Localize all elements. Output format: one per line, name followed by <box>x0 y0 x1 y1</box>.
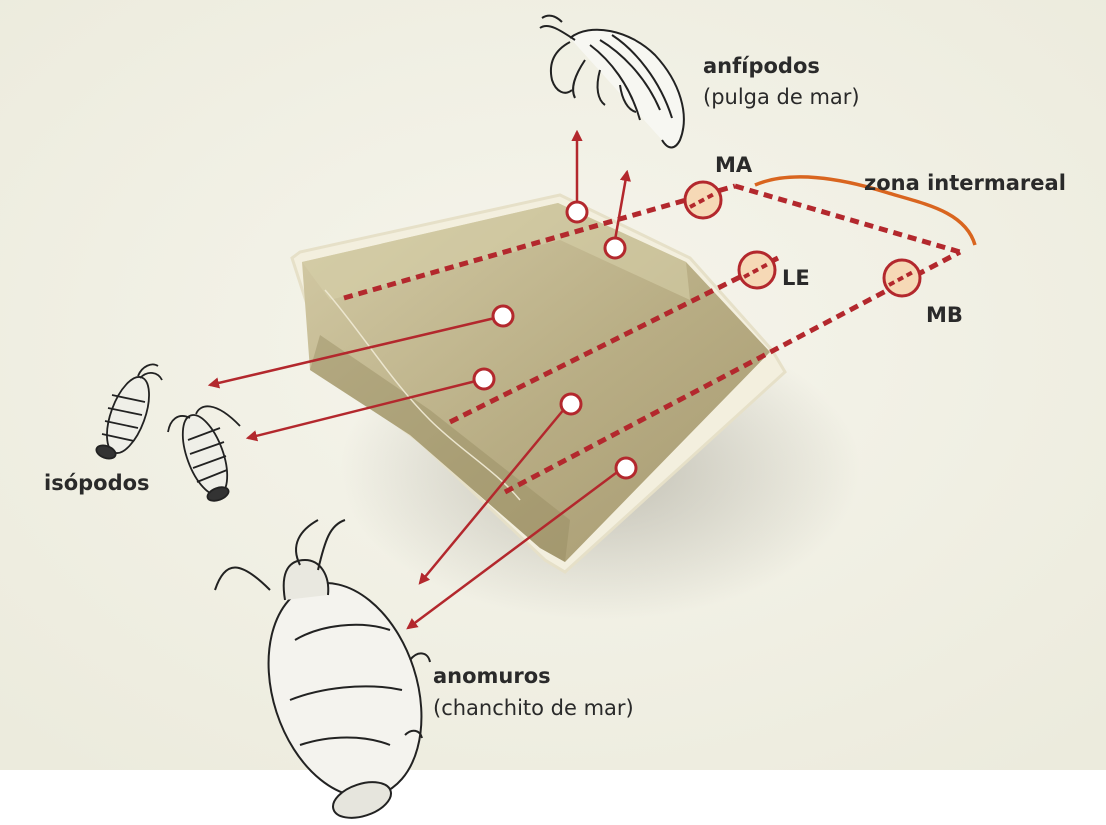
habitat-point <box>493 306 513 326</box>
amphipods-common-label: (pulga de mar) <box>703 85 860 109</box>
high-tide-marker <box>685 182 721 218</box>
isopods-label: isópodos <box>44 471 150 495</box>
habitat-point <box>616 458 636 478</box>
habitat-point <box>605 238 625 258</box>
low-tide-marker <box>884 260 920 296</box>
anomurans-name-label: anomuros <box>433 664 551 688</box>
low-tide-label: MB <box>926 303 963 327</box>
mid-level-marker <box>739 252 775 288</box>
habitat-point <box>561 394 581 414</box>
habitat-point <box>474 369 494 389</box>
anomurans-common-label: (chanchito de mar) <box>433 696 634 720</box>
intertidal-zone-label: zona intermareal <box>864 171 1066 195</box>
amphipods-name-label: anfípodos <box>703 54 820 78</box>
habitat-point <box>567 202 587 222</box>
mid-level-label: LE <box>782 266 810 290</box>
high-tide-label: MA <box>715 153 753 177</box>
